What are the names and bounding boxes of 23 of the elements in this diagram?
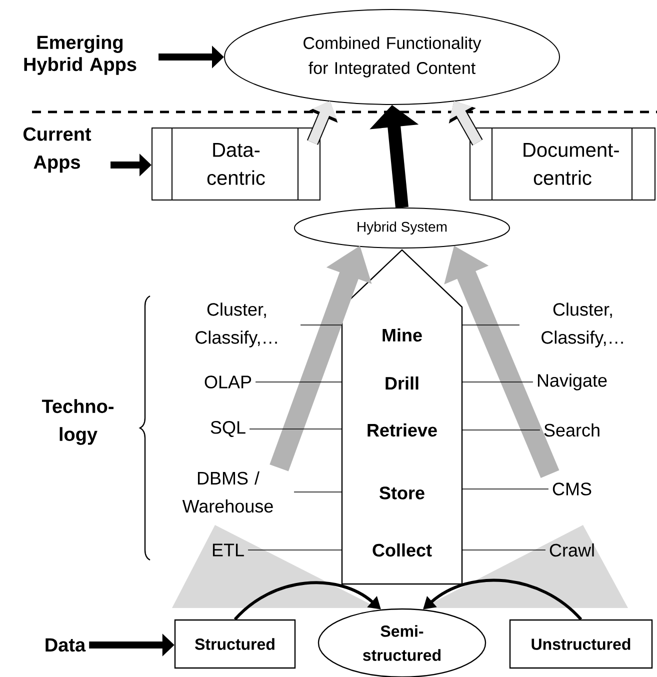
side-label: Emerging Hybrid Apps [24,35,136,75]
app-box: Data- centric [152,128,320,200]
leader-line [300,324,342,326]
data-box: Unstructured [509,619,653,669]
side-label: DBMS / Warehouse [182,471,273,513]
side-label: Current Apps [23,127,92,173]
leader-line [249,428,342,430]
side-label: CMS [552,482,592,496]
side-label: Search [544,423,600,437]
leader-line [462,488,549,490]
side-label: Data [46,638,86,652]
side-label: Crawl [550,543,594,557]
side-label: ETL [212,544,244,556]
side-label: Cluster, Classify,… [196,302,277,348]
side-label: Cluster, Classify,… [542,302,623,348]
side-label: SQL [210,421,246,437]
side-label: Navigate [538,374,607,390]
leader-line [462,324,520,326]
data-box: Structured [174,619,296,669]
side-label: Techno- logy [42,399,114,445]
side-label: OLAP [204,376,252,388]
app-box: Document- centric [470,128,656,200]
pentagon-column: Mine Drill Retrieve Store Collect [341,249,463,585]
